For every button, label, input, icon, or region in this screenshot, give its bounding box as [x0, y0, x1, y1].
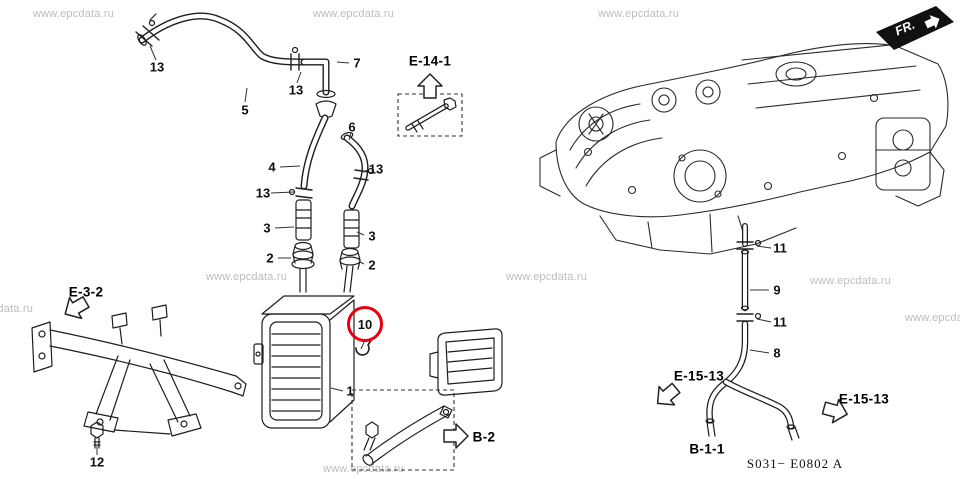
- callout-3[interactable]: 3: [263, 220, 271, 236]
- watermark: www.epcdata.ru: [810, 275, 892, 287]
- diagram-code: S031− E0802 A: [746, 456, 844, 471]
- callout-13[interactable]: 13: [368, 161, 384, 177]
- callout-11[interactable]: 11: [773, 240, 787, 256]
- watermark: www.epcdata.ru: [33, 8, 115, 20]
- callout-4[interactable]: 4: [268, 159, 276, 175]
- callout-12[interactable]: 12: [89, 454, 105, 470]
- callout-2[interactable]: 2: [266, 250, 274, 266]
- ref-label-b-1-1[interactable]: B-1-1: [689, 441, 725, 457]
- callout-5[interactable]: 5: [241, 102, 249, 118]
- callout-6[interactable]: 6: [348, 119, 356, 135]
- callout-9[interactable]: 9: [773, 282, 781, 298]
- ref-label-e-3-2[interactable]: E-3-2: [68, 284, 104, 300]
- callout-11[interactable]: 11: [773, 314, 787, 330]
- callout-2[interactable]: 2: [368, 257, 376, 273]
- callout-1[interactable]: 1: [346, 383, 354, 399]
- callout-13[interactable]: 13: [255, 185, 271, 201]
- callout-7[interactable]: 7: [353, 55, 361, 71]
- watermark: www.epcdata.ru: [506, 271, 588, 283]
- callout-13[interactable]: 13: [149, 59, 165, 75]
- watermark: www.epcdata.ru: [905, 312, 960, 324]
- ref-label-e-14-1[interactable]: E-14-1: [408, 53, 452, 69]
- ref-label-e-15-13-right[interactable]: E-15-13: [838, 391, 890, 407]
- watermark: www.epcdata.ru: [313, 8, 395, 20]
- callout-8[interactable]: 8: [773, 345, 781, 361]
- callout-13[interactable]: 13: [288, 82, 304, 98]
- ref-label-b-2[interactable]: B-2: [472, 429, 496, 445]
- callout-10: 10: [357, 316, 373, 332]
- watermark: www.epcdata.ru: [598, 8, 680, 20]
- selected-part-highlight[interactable]: 10: [347, 306, 383, 342]
- ref-label-e-15-13-left[interactable]: E-15-13: [673, 368, 725, 384]
- watermark: www.epcdata.ru: [0, 303, 34, 315]
- watermark: www.epcdata.ru: [323, 463, 405, 475]
- callout-3[interactable]: 3: [368, 228, 376, 244]
- watermark: www.epcdata.ru: [206, 271, 288, 283]
